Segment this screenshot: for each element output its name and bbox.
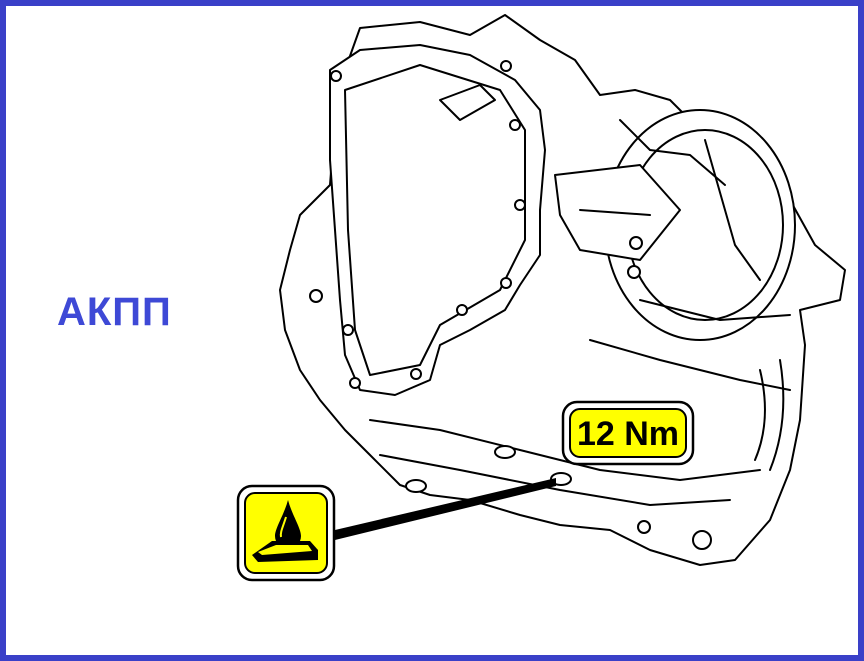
bolt — [405, 479, 427, 493]
leader-line — [335, 478, 556, 540]
side-cover — [329, 44, 546, 396]
bolt — [494, 445, 516, 459]
figure-title: АКПП — [57, 290, 172, 334]
torque-callout: 12 Nm — [561, 400, 695, 466]
oil-drop-icon — [236, 484, 336, 582]
torque-value: 12 Nm — [577, 415, 679, 453]
